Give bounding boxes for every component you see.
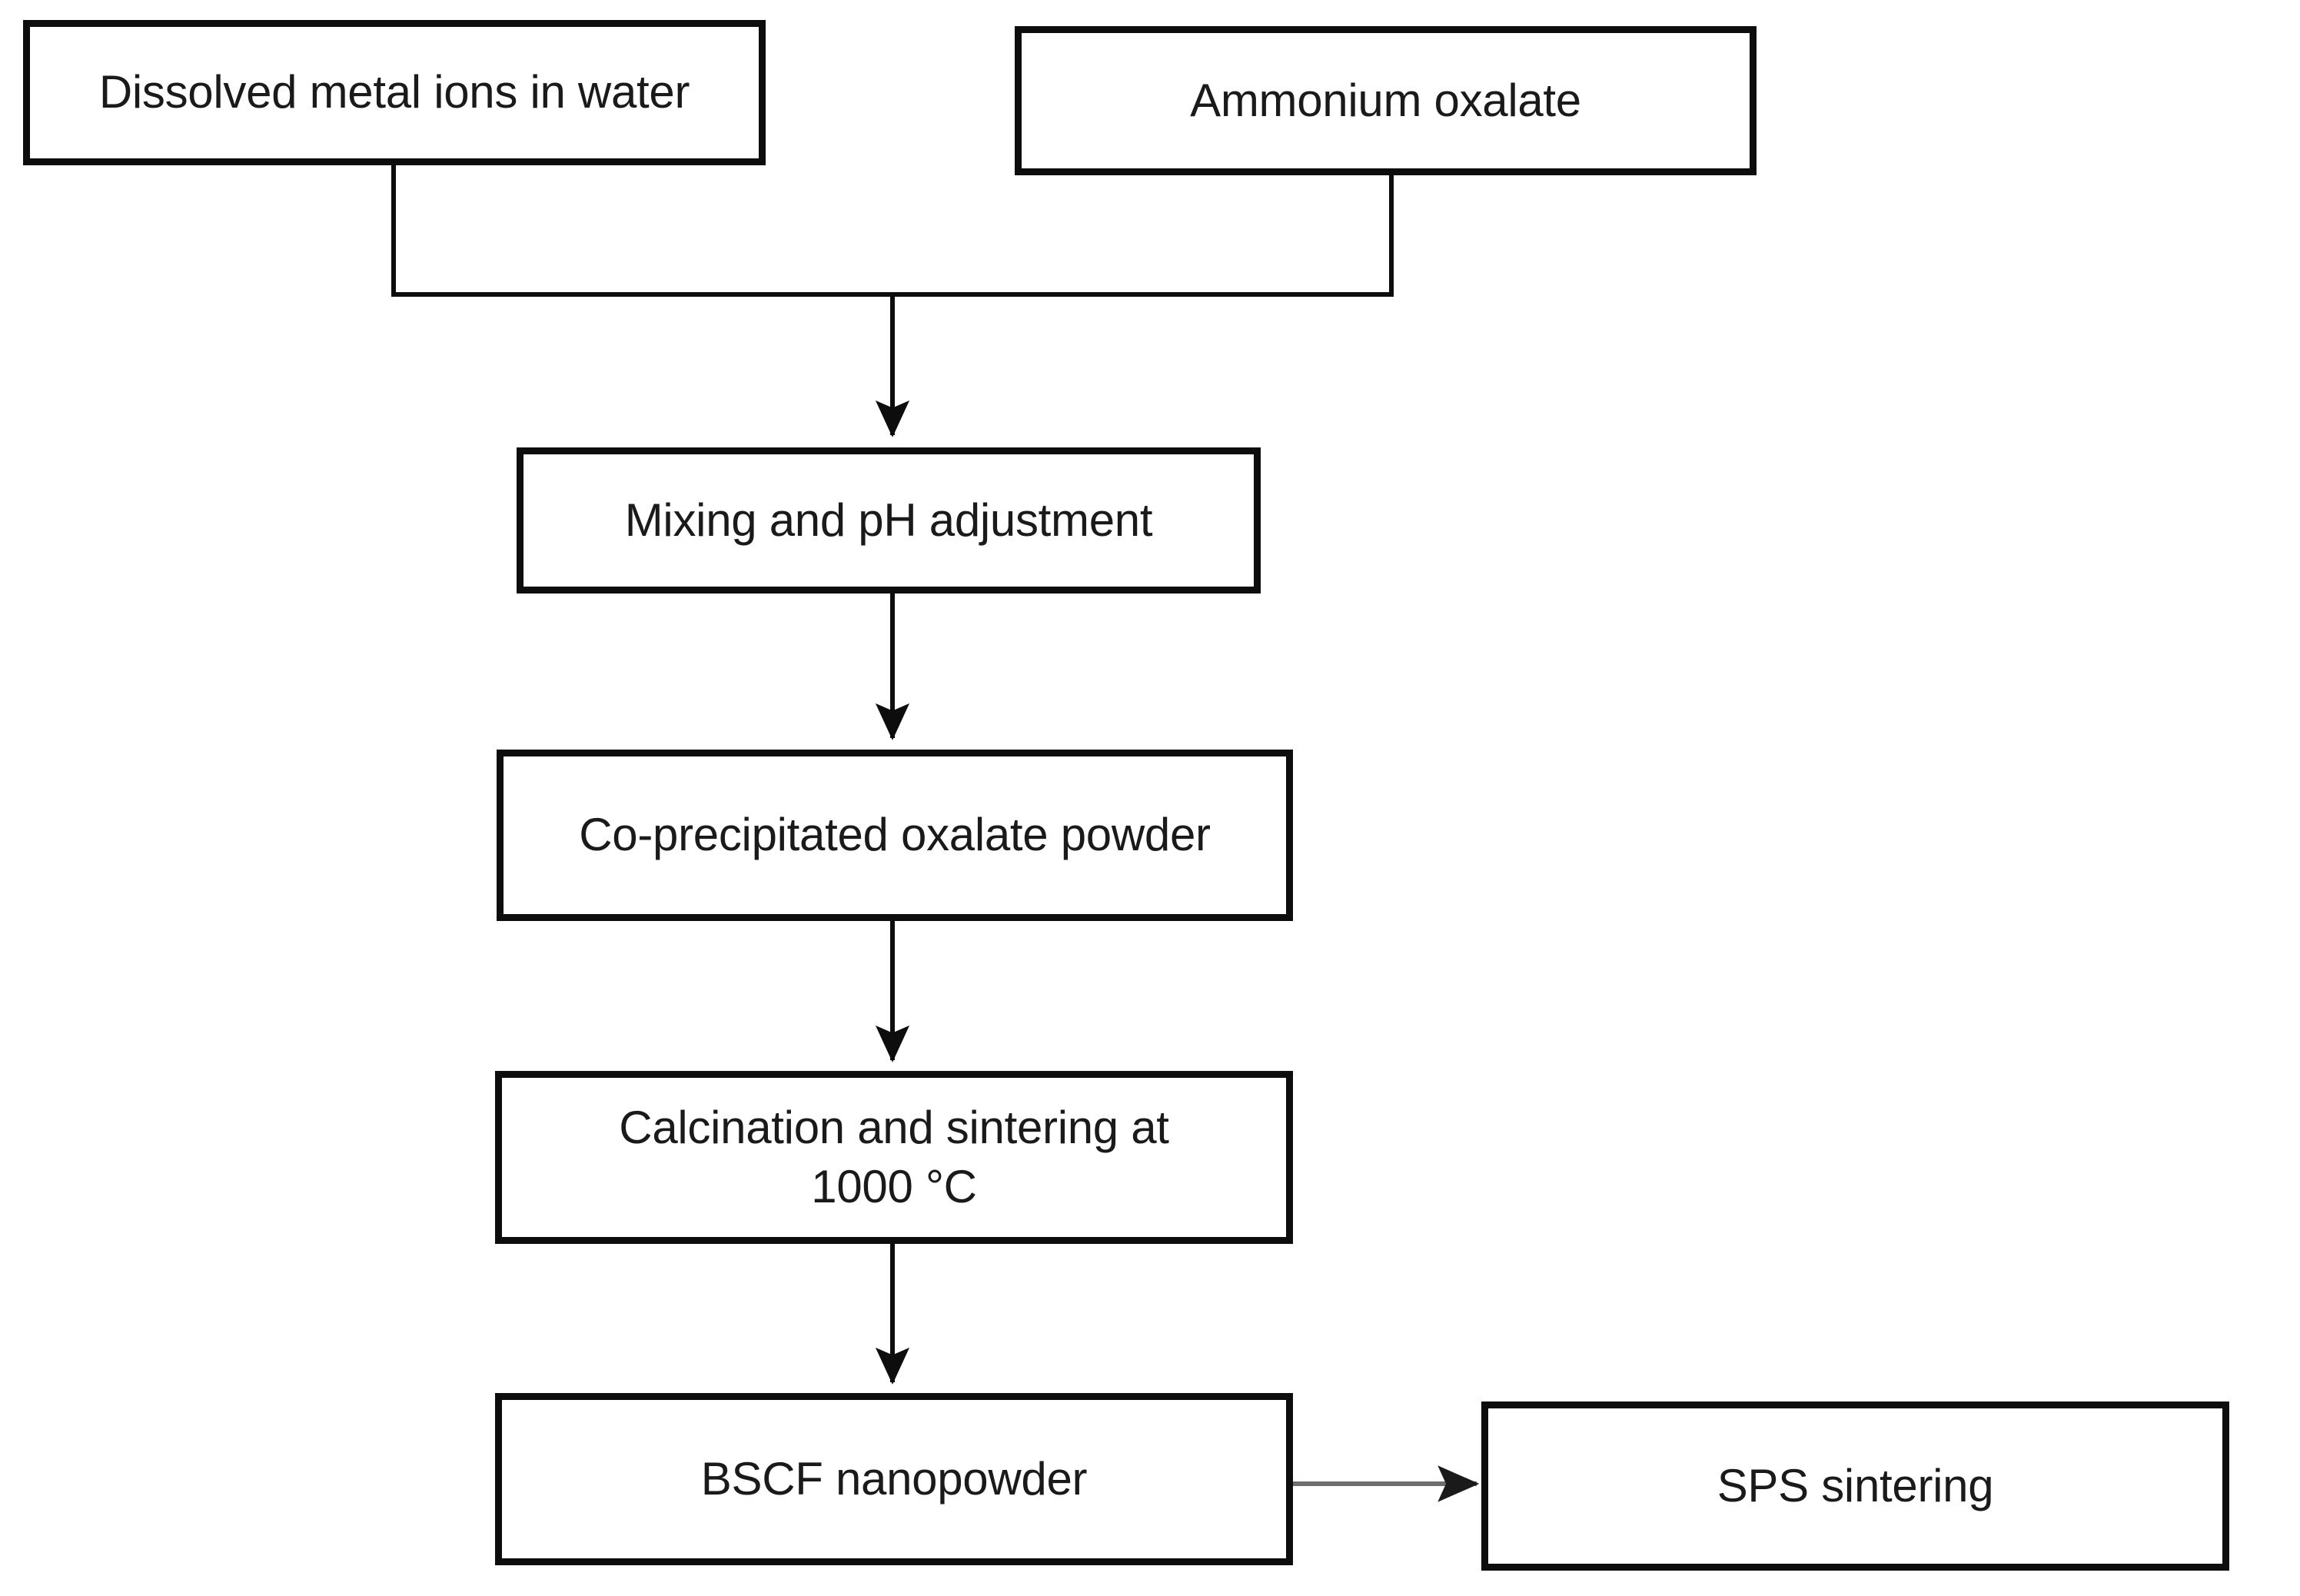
node-label-ammonium-oxalate: Ammonium oxalate: [1190, 74, 1581, 126]
node-ammonium-oxalate: Ammonium oxalate: [1015, 26, 1757, 175]
node-sps-sintering: SPS sintering: [1481, 1401, 2229, 1571]
node-calcination-sintering: Calcination and sintering at 1000 °C: [495, 1071, 1293, 1244]
node-label-calcination-sintering: Calcination and sintering at 1000 °C: [619, 1101, 1169, 1212]
node-dissolved-metal-ions: Dissolved metal ions in water: [23, 20, 766, 165]
node-label-mixing-ph-adjustment: Mixing and pH adjustment: [624, 494, 1153, 546]
node-bscf-nanopowder: BSCF nanopowder: [495, 1393, 1293, 1565]
node-label-coprecipitated-oxalate-powder: Co-precipitated oxalate powder: [579, 809, 1211, 861]
node-label-dissolved-metal-ions: Dissolved metal ions in water: [98, 66, 690, 118]
node-label-sps-sintering: SPS sintering: [1717, 1459, 1994, 1511]
node-label-bscf-nanopowder: BSCF nanopowder: [700, 1452, 1088, 1505]
node-mixing-ph-adjustment: Mixing and pH adjustment: [517, 447, 1261, 594]
node-coprecipitated-oxalate-powder: Co-precipitated oxalate powder: [497, 750, 1293, 921]
